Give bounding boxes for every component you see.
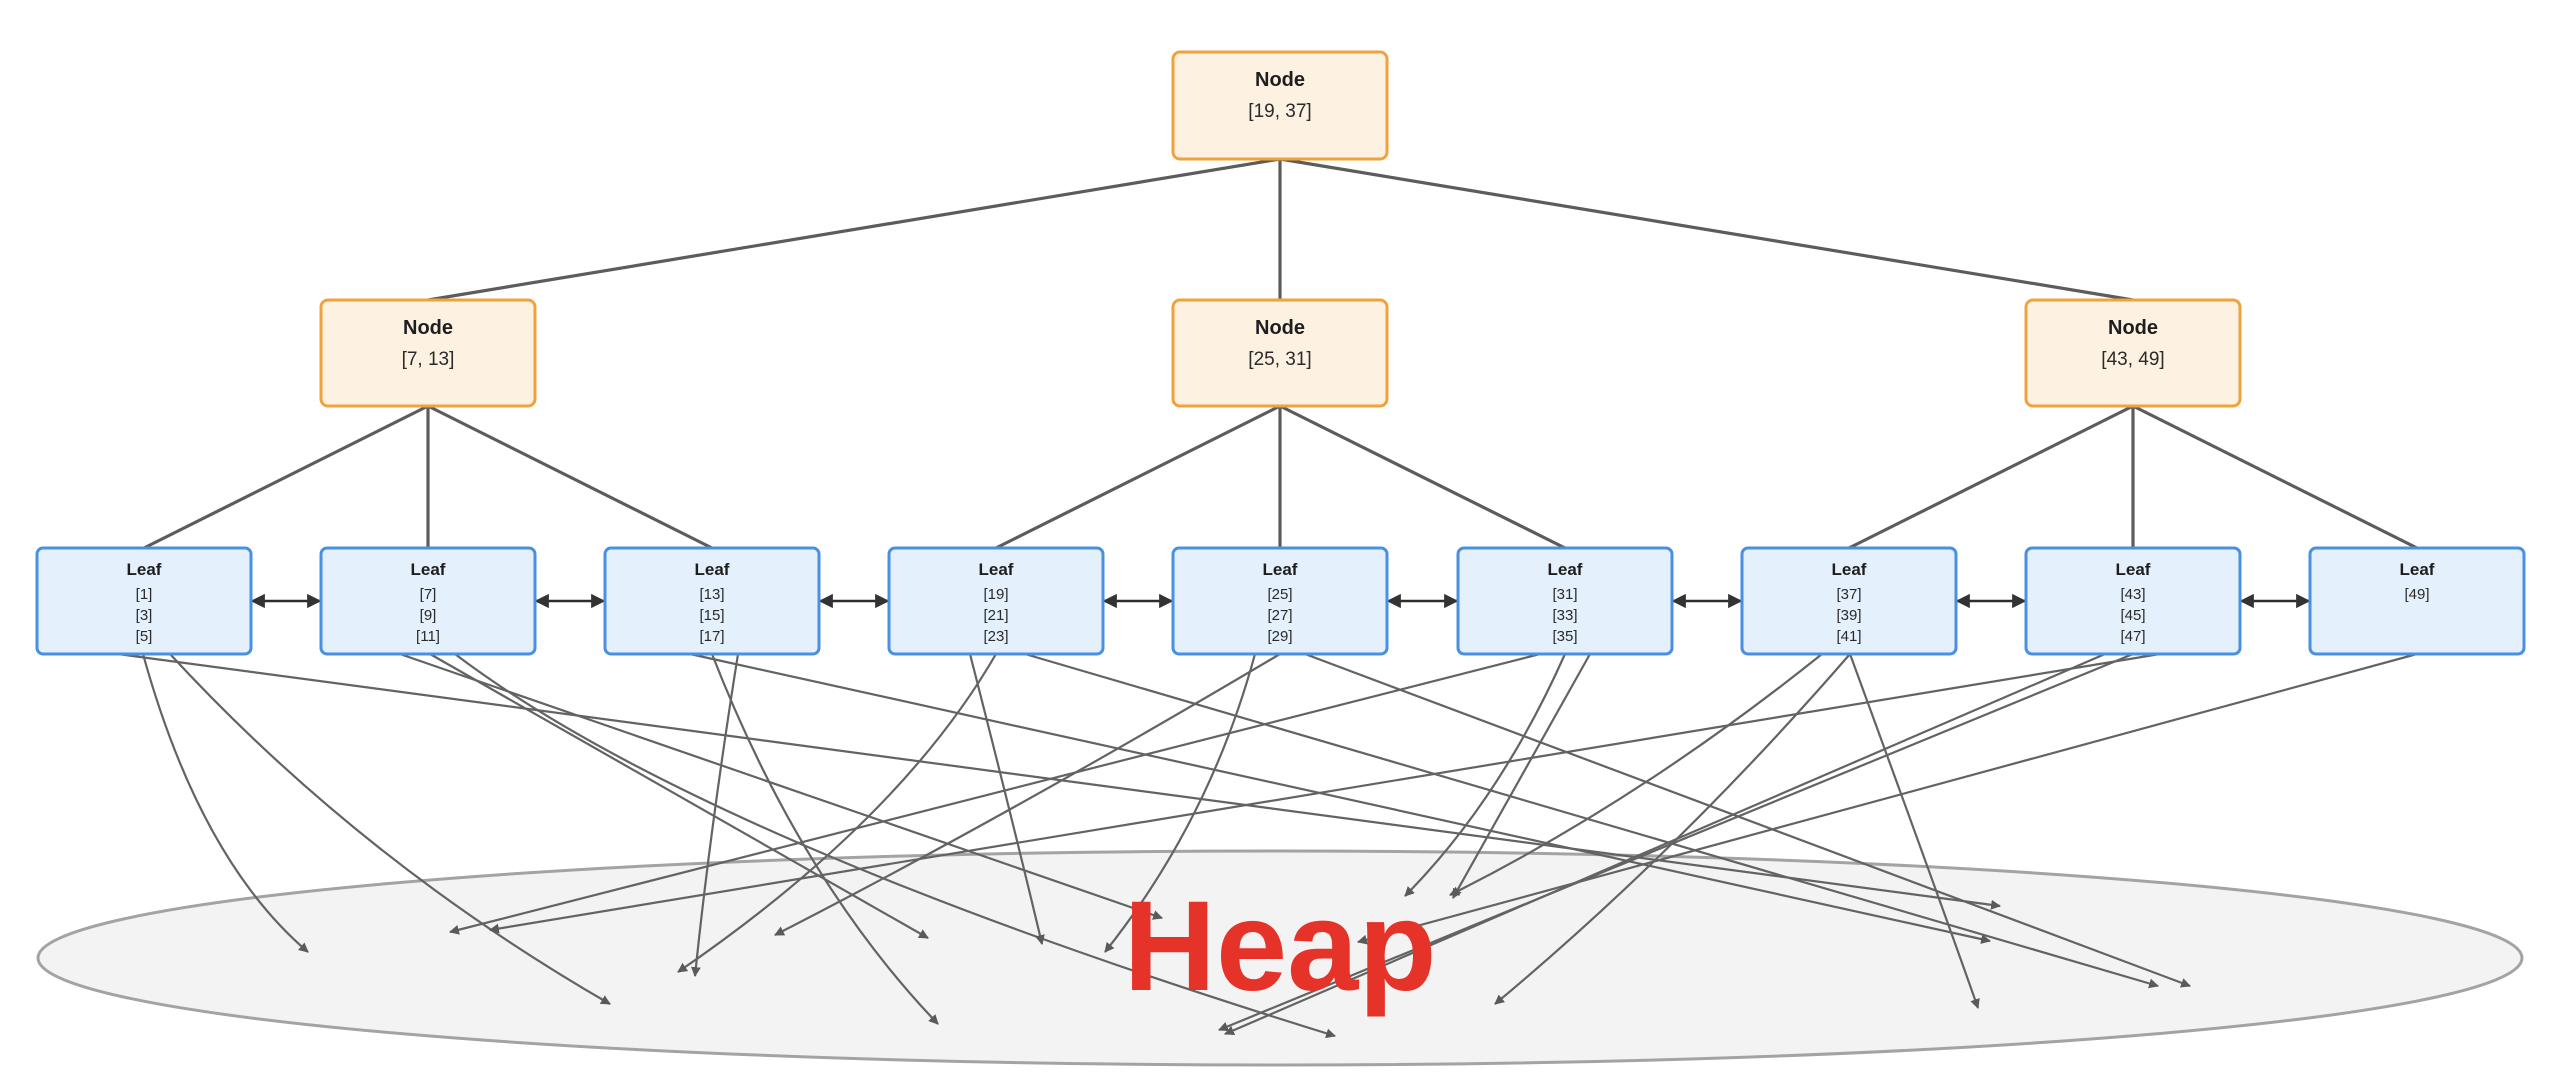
edge-node-3-leaf-7 — [1848, 404, 2134, 550]
leaf-key: [19] — [983, 586, 1008, 603]
heap-pointer — [1452, 653, 1591, 899]
heap-pointer — [399, 652, 1163, 920]
internal-node-keys: [7, 13] — [402, 349, 455, 370]
leaf-key: [17] — [699, 628, 724, 645]
leaf-node-9: Leaf [49] — [2308, 546, 2526, 656]
leaf-key: [33] — [1552, 607, 1577, 624]
heap-pointer — [1848, 653, 1980, 1009]
leaf-key: [27] — [1267, 607, 1292, 624]
leaf-key: [47] — [2120, 628, 2145, 645]
leaf-key: [15] — [699, 607, 724, 624]
leaf-node-1: Leaf [1] [3] [5] — [35, 546, 253, 656]
heap-pointer — [774, 653, 1281, 936]
leaf-key: [3] — [136, 607, 153, 624]
leaf-node-3: Leaf [13] [15] [17] — [603, 546, 821, 656]
leaf-node-8: Leaf [43] [45] [47] — [2024, 546, 2242, 656]
heap-pointer — [1218, 652, 2134, 1032]
edge-root-node-1 — [427, 157, 1281, 302]
root-node: Node [19, 37] — [1171, 50, 1389, 161]
edge-node-1-leaf-3 — [427, 404, 713, 550]
leaf-title: Leaf — [979, 560, 1014, 579]
leaf-node-2: Leaf [7] [9] [11] — [319, 546, 537, 656]
heap-pointer — [677, 653, 997, 973]
heap-region — [36, 849, 2524, 1067]
leaf-key: [23] — [983, 628, 1008, 645]
heap-pointer — [1449, 653, 1823, 896]
leaf-key: [21] — [983, 607, 1008, 624]
edge-node-2-leaf-4 — [995, 404, 1281, 550]
edge-node-1-leaf-1 — [143, 404, 429, 550]
heap-pointer — [1224, 652, 2106, 1036]
leaf-key: [25] — [1267, 586, 1292, 603]
leaf-node-7: Leaf [37] [39] [41] — [1740, 546, 1958, 656]
internal-node-2: Node [25, 31] — [1171, 298, 1389, 408]
leaf-title: Leaf — [1832, 560, 1867, 579]
heap-pointer — [968, 653, 1045, 945]
internal-node-keys: [25, 31] — [1248, 349, 1311, 370]
leaf-key: [49] — [2404, 586, 2429, 603]
internal-node-keys: [43, 49] — [2101, 349, 2164, 370]
heap-pointer — [1304, 652, 2191, 988]
leaf-key: [43] — [2120, 586, 2145, 603]
leaf-key: [31] — [1552, 586, 1577, 603]
leaf-key: [7] — [420, 586, 437, 603]
root-node-keys: [19, 37] — [1248, 101, 1311, 122]
heap-pointer — [429, 653, 929, 939]
heap-pointer — [1357, 652, 2418, 945]
edge-node-3-leaf-9 — [2132, 404, 2418, 550]
edge-root-node-3 — [1279, 157, 2134, 302]
leaf-node-6: Leaf [31] [33] [35] — [1456, 546, 1674, 656]
leaf-title: Leaf — [695, 560, 730, 579]
leaf-title: Leaf — [1263, 560, 1298, 579]
leaf-key: [29] — [1267, 628, 1292, 645]
leaf-key: [41] — [1836, 628, 1861, 645]
heap-pointer — [169, 653, 611, 1005]
leaf-title: Leaf — [2116, 560, 2151, 579]
heap-pointers — [117, 652, 2418, 1039]
leaf-key: [11] — [416, 628, 440, 645]
heap-pointer — [710, 653, 939, 1025]
internal-node-3: Node [43, 49] — [2024, 298, 2242, 408]
leaf-key: [9] — [420, 607, 437, 624]
leaf-key: [5] — [136, 628, 153, 645]
leaf-key: [45] — [2120, 607, 2145, 624]
heap-pointer — [1024, 652, 2159, 989]
internal-node-title: Node — [2108, 317, 2158, 339]
heap-pointer — [489, 652, 2161, 934]
internal-node-1: Node [7, 13] — [319, 298, 537, 408]
edge-node-2-leaf-6 — [1279, 404, 1566, 550]
heap-pointer — [141, 653, 309, 953]
leaf-title: Leaf — [2400, 560, 2435, 579]
heap-pointer — [117, 652, 2001, 910]
leaf-title: Leaf — [411, 560, 446, 579]
leaf-title: Leaf — [1548, 560, 1583, 579]
leaf-key: [13] — [699, 586, 724, 603]
leaf-key: [39] — [1836, 607, 1861, 624]
leaf-key: [1] — [136, 586, 153, 603]
leaf-key: [37] — [1836, 586, 1861, 603]
leaf-key: [35] — [1552, 628, 1577, 645]
root-node-title: Node — [1255, 69, 1305, 91]
internal-node-title: Node — [403, 317, 453, 339]
heap-label: Heap — [1124, 875, 1437, 1018]
heap-pointer — [449, 652, 1541, 935]
heap-pointer — [689, 652, 1991, 944]
leaf-node-5: Leaf [25] [27] [29] — [1171, 546, 1389, 656]
tree-edges — [143, 157, 2418, 550]
internal-node-title: Node — [1255, 317, 1305, 339]
heap-pointer — [1404, 653, 1567, 897]
heap-pointer — [1104, 653, 1257, 953]
leaf-title: Leaf — [127, 560, 162, 579]
leaf-node-4: Leaf [19] [21] [23] — [887, 546, 1105, 656]
